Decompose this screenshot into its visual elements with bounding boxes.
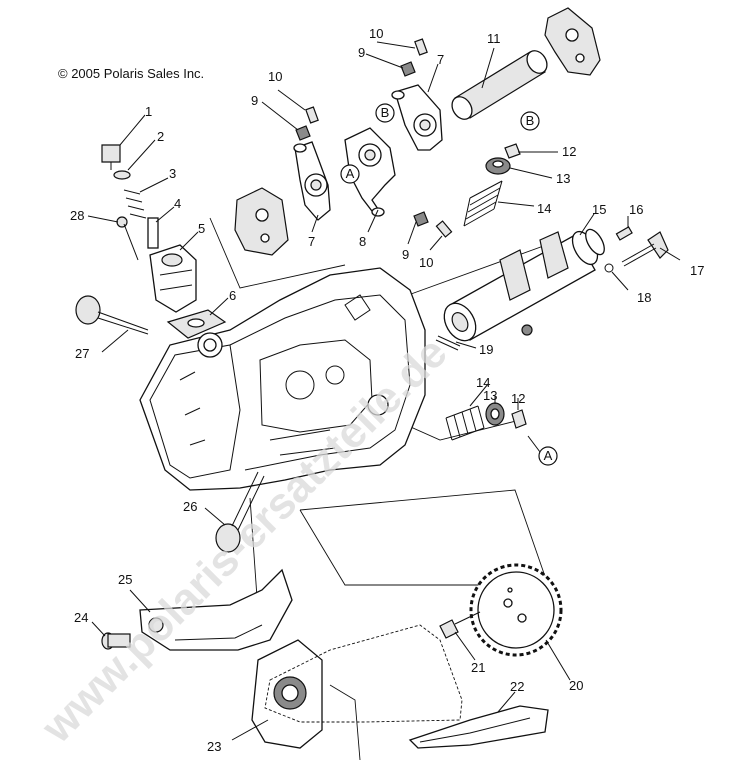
marker-a-rocker: A — [340, 164, 360, 184]
callout-11: 11 — [487, 31, 501, 46]
callout-27: 27 — [75, 346, 89, 361]
callout-16: 16 — [629, 202, 643, 217]
callout-9-bottom: 9 — [402, 247, 409, 262]
svg-text:B: B — [526, 113, 535, 128]
callout-12-upper: 12 — [562, 144, 576, 159]
spring-retainer-13-upper — [485, 157, 511, 175]
svg-text:A: A — [544, 448, 553, 463]
intake-valve-27 — [75, 295, 149, 335]
callout-7-left: 7 — [308, 234, 315, 249]
valve-spring-14-upper — [463, 180, 503, 227]
callout-17: 17 — [690, 263, 704, 278]
spring-retainer-13-lower — [485, 402, 505, 426]
valve-keeper-12-upper — [504, 143, 521, 159]
callout-24: 24 — [74, 610, 88, 625]
svg-text:A: A — [346, 166, 355, 181]
callout-21: 21 — [471, 660, 485, 675]
cam-sprocket-20 — [469, 563, 563, 657]
copyright-text: © 2005 Polaris Sales Inc. — [58, 66, 204, 81]
bolt-1 — [101, 144, 121, 170]
callout-5: 5 — [198, 221, 205, 236]
callout-10-bottom: 10 — [419, 255, 433, 270]
callout-10-top: 10 — [369, 26, 383, 41]
callout-14-lower: 14 — [476, 375, 490, 390]
callout-7-right: 7 — [437, 52, 444, 67]
callout-1: 1 — [145, 104, 152, 119]
callout-19: 19 — [479, 342, 493, 357]
callout-3: 3 — [169, 166, 176, 181]
callout-26: 26 — [183, 499, 197, 514]
callout-15: 15 — [592, 202, 606, 217]
clip-18 — [604, 263, 614, 273]
spring-3 — [123, 189, 147, 219]
callout-2: 2 — [157, 129, 164, 144]
decompressor-17 — [621, 231, 669, 267]
callout-28: 28 — [70, 208, 84, 223]
crankshaft-sprocket — [251, 639, 323, 749]
adjusting-screws-and-nuts — [295, 38, 453, 238]
plunger-4 — [147, 217, 159, 249]
pivot-bolt-24 — [101, 632, 131, 650]
cam-chain-tensioner-5 — [149, 244, 197, 313]
camshaft-15 — [443, 228, 605, 342]
callout-10-left: 10 — [268, 69, 282, 84]
marker-a-keeper: A — [538, 446, 558, 466]
callout-23: 23 — [207, 739, 221, 754]
callout-14-upper: 14 — [537, 201, 551, 216]
pin-19 — [435, 335, 461, 351]
callout-13-upper: 13 — [556, 171, 570, 186]
valve-keeper-12-lower — [511, 409, 527, 429]
callout-4: 4 — [174, 196, 181, 211]
pin-16 — [615, 226, 633, 241]
callout-20: 20 — [569, 678, 583, 693]
chain-guide-25 — [139, 568, 293, 651]
marker-b-keeper: B — [520, 111, 540, 131]
rocker-shaft-11 — [451, 50, 548, 120]
sprocket-bolt-21 — [439, 611, 481, 639]
callout-6: 6 — [229, 288, 236, 303]
rocker-arm-7-left — [293, 141, 331, 221]
callout-9-top: 9 — [358, 45, 365, 60]
callout-25: 25 — [118, 572, 132, 587]
callout-8: 8 — [359, 234, 366, 249]
washer-2 — [113, 170, 131, 180]
callout-22: 22 — [510, 679, 524, 694]
rocker-arm-7-right — [391, 84, 443, 151]
svg-text:B: B — [381, 105, 390, 120]
marker-b-rocker: B — [375, 103, 395, 123]
rocker-support-left — [234, 187, 289, 256]
bolt-28 — [116, 216, 139, 261]
chain-guide-22 — [408, 705, 549, 749]
cylinder-head — [139, 267, 426, 491]
rocker-arm-8-center — [344, 127, 396, 217]
rocker-support-right — [544, 7, 601, 76]
leader-lines — [87, 41, 681, 741]
exhaust-valve-26 — [215, 471, 265, 553]
callout-18: 18 — [637, 290, 651, 305]
callout-12-lower: 12 — [511, 391, 525, 406]
callout-9-left: 9 — [251, 93, 258, 108]
callout-numbers: 1 2 3 4 5 6 7 7 8 9 9 9 10 10 10 11 12 1… — [70, 26, 704, 754]
callout-13-lower: 13 — [483, 388, 497, 403]
valve-spring-14-lower — [445, 405, 485, 441]
gasket-6 — [166, 309, 227, 339]
